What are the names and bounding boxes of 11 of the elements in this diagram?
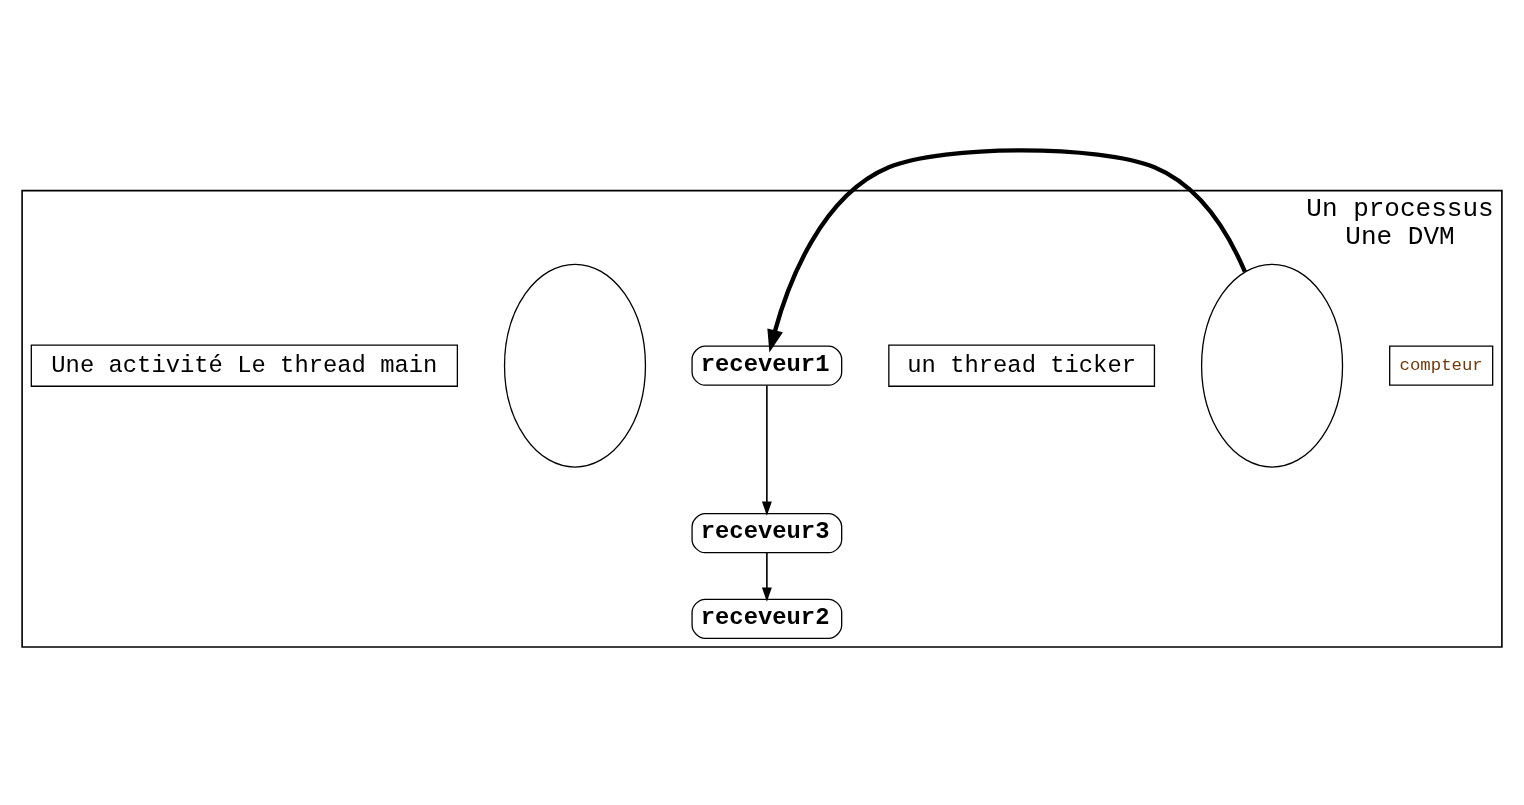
arrow: [761, 384, 772, 516]
node-box: un thread ticker: [888, 343, 1156, 387]
node-ellipse: [503, 263, 647, 468]
node-box: receveur2: [691, 598, 843, 639]
node-ellipse: [1200, 263, 1344, 468]
node-box: Une activité Le thread main: [30, 343, 458, 387]
arrow: [767, 147, 1247, 352]
node-box: compteur: [1389, 345, 1494, 386]
node-box: receveur3: [691, 512, 843, 553]
node-box: receveur1: [691, 345, 843, 386]
arrow: [761, 551, 772, 602]
